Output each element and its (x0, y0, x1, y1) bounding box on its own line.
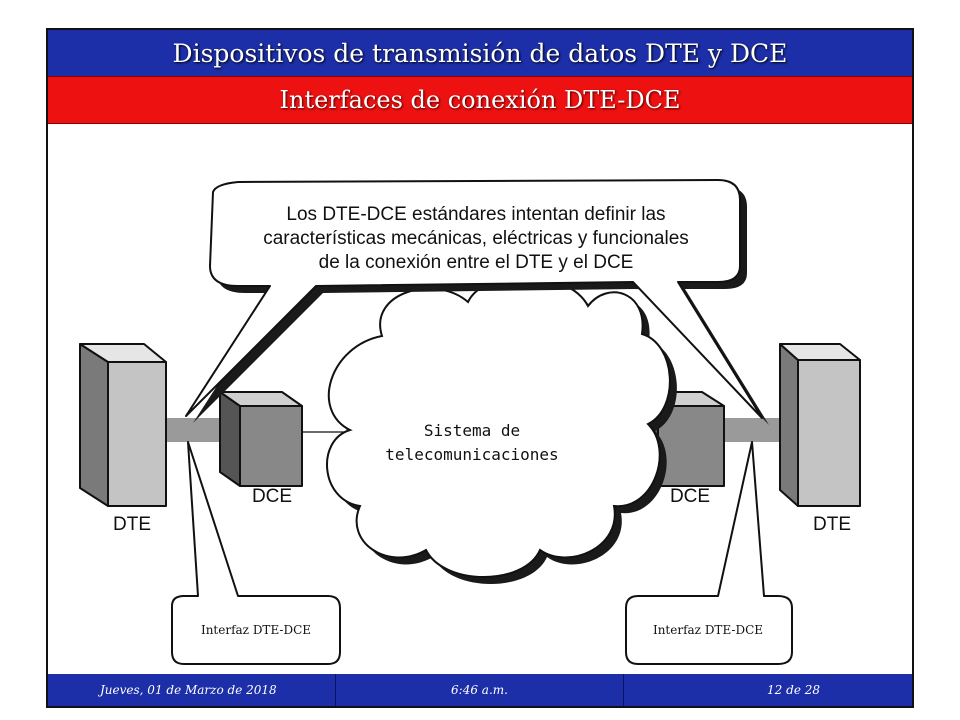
right-interface-box (625, 441, 793, 665)
cloud-text-line-2: telecomunicaciones (385, 445, 558, 464)
callout-text-line-2: características mecánicas, eléctricas y … (263, 228, 689, 249)
left-interface-box (171, 441, 341, 665)
callout-text-line-1: Los DTE-DCE estándares intentan definir … (286, 204, 665, 225)
footer-time: 6:46 a.m. (336, 674, 624, 706)
diagram: Los DTE-DCE estándares intentan definir … (79, 179, 861, 665)
right-dte-label: DTE (813, 514, 851, 535)
right-interface-label: Interfaz DTE-DCE (653, 623, 763, 637)
left-dce-label: DCE (252, 486, 292, 507)
footer-date: Jueves, 01 de Marzo de 2018 (48, 674, 336, 706)
telecom-cloud (326, 276, 677, 584)
footer-bar: Jueves, 01 de Marzo de 2018 6:46 a.m. 12… (48, 674, 912, 706)
page-subtitle: Interfaces de conexión DTE-DCE (48, 76, 912, 124)
left-dce-device (219, 391, 303, 487)
page-title: Dispositivos de transmisión de datos DTE… (48, 30, 912, 76)
cloud-text-line-1: Sistema de (424, 421, 520, 440)
left-dte-dce-link (164, 418, 226, 442)
left-dte-label: DTE (113, 514, 151, 535)
right-dte-device (779, 343, 861, 507)
slide: Los DTE-DCE estándares intentan definir … (46, 28, 914, 708)
left-interface-label: Interfaz DTE-DCE (201, 623, 311, 637)
footer-page-number: 12 de 28 (767, 683, 820, 697)
callout-text-line-3: de la conexión entre el DTE y el DCE (319, 252, 634, 273)
callout-bubble (185, 179, 769, 425)
right-dte-dce-link (724, 418, 784, 442)
right-dce-label: DCE (670, 486, 710, 507)
left-dte-device (79, 343, 167, 507)
